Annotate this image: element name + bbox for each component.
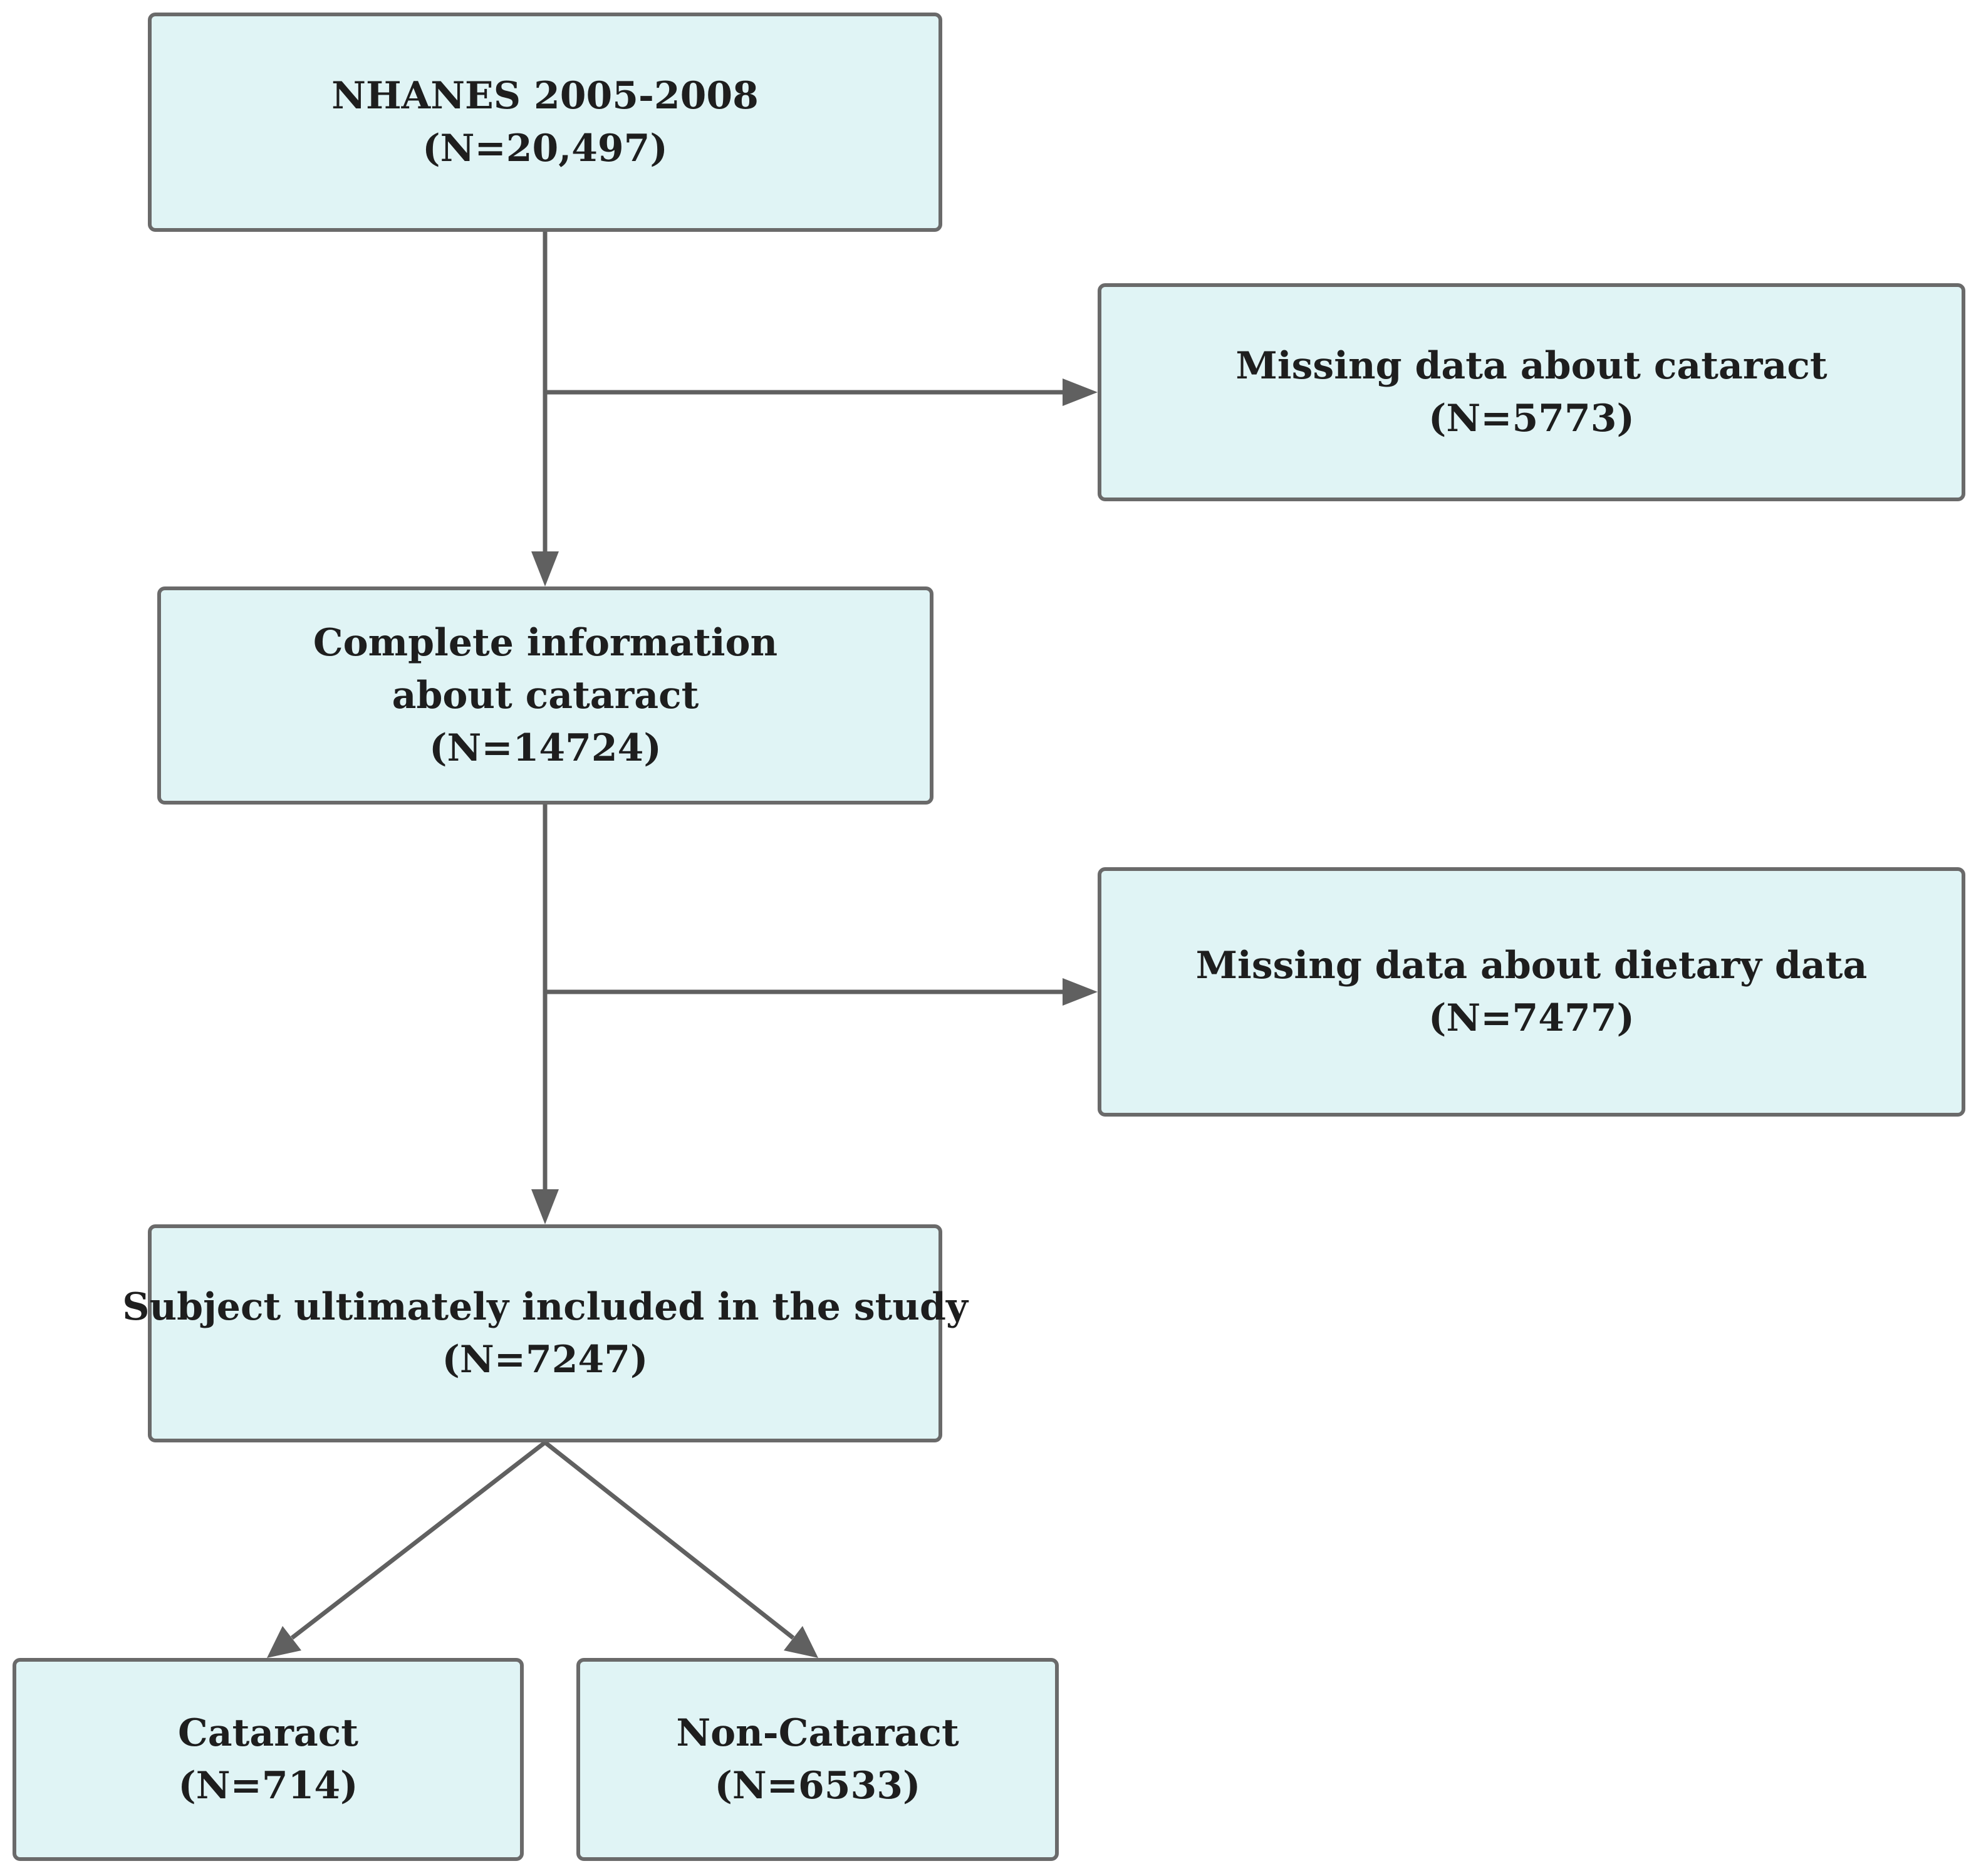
arrowhead-included [531, 1189, 559, 1224]
node-excl2-title: Missing data about dietary data [1195, 944, 1868, 988]
node-complete-count: (N=14724) [429, 726, 662, 770]
node-cataract: Cataract (N=714) [13, 1658, 524, 1861]
arrowhead-excl1 [1063, 378, 1098, 406]
node-subject-included: Subject ultimately included in the study… [122, 1224, 968, 1442]
edge-included-to-noncat [543, 1441, 795, 1640]
node-missing-cataract: Missing data about cataract (N=5773) [1098, 283, 1965, 501]
node-start-count: (N=20,497) [422, 127, 668, 170]
node-noncat-title: Non-Cataract [676, 1711, 959, 1755]
node-cataract-title: Cataract [178, 1711, 358, 1755]
arrowhead-noncat [784, 1626, 818, 1658]
arrowhead-excl2 [1063, 978, 1098, 1006]
arrowhead-complete [531, 551, 559, 586]
node-missing-dietary: Missing data about dietary data (N=7477) [1098, 867, 1965, 1117]
node-included-count: (N=7247) [442, 1338, 648, 1382]
node-noncat-count: (N=6533) [714, 1764, 921, 1808]
node-cataract-count: (N=714) [178, 1764, 358, 1808]
node-complete-information: Complete information about cataract (N=1… [157, 586, 933, 805]
node-excl2-count: (N=7477) [1428, 996, 1635, 1040]
node-complete-title-1: Complete information [313, 621, 778, 665]
node-included-title: Subject ultimately included in the study [122, 1285, 968, 1329]
node-complete-title-2: about cataract [392, 674, 699, 717]
node-non-cataract: Non-Cataract (N=6533) [576, 1658, 1059, 1861]
node-nhanes-2005-2008: NHANES 2005-2008 (N=20,497) [148, 13, 942, 232]
node-excl1-title: Missing data about cataract [1235, 344, 1828, 388]
edge-included-to-cataract [290, 1441, 547, 1640]
arrowhead-cataract [267, 1626, 301, 1658]
node-excl1-count: (N=5773) [1428, 397, 1635, 440]
node-start-title: NHANES 2005-2008 [331, 74, 759, 118]
